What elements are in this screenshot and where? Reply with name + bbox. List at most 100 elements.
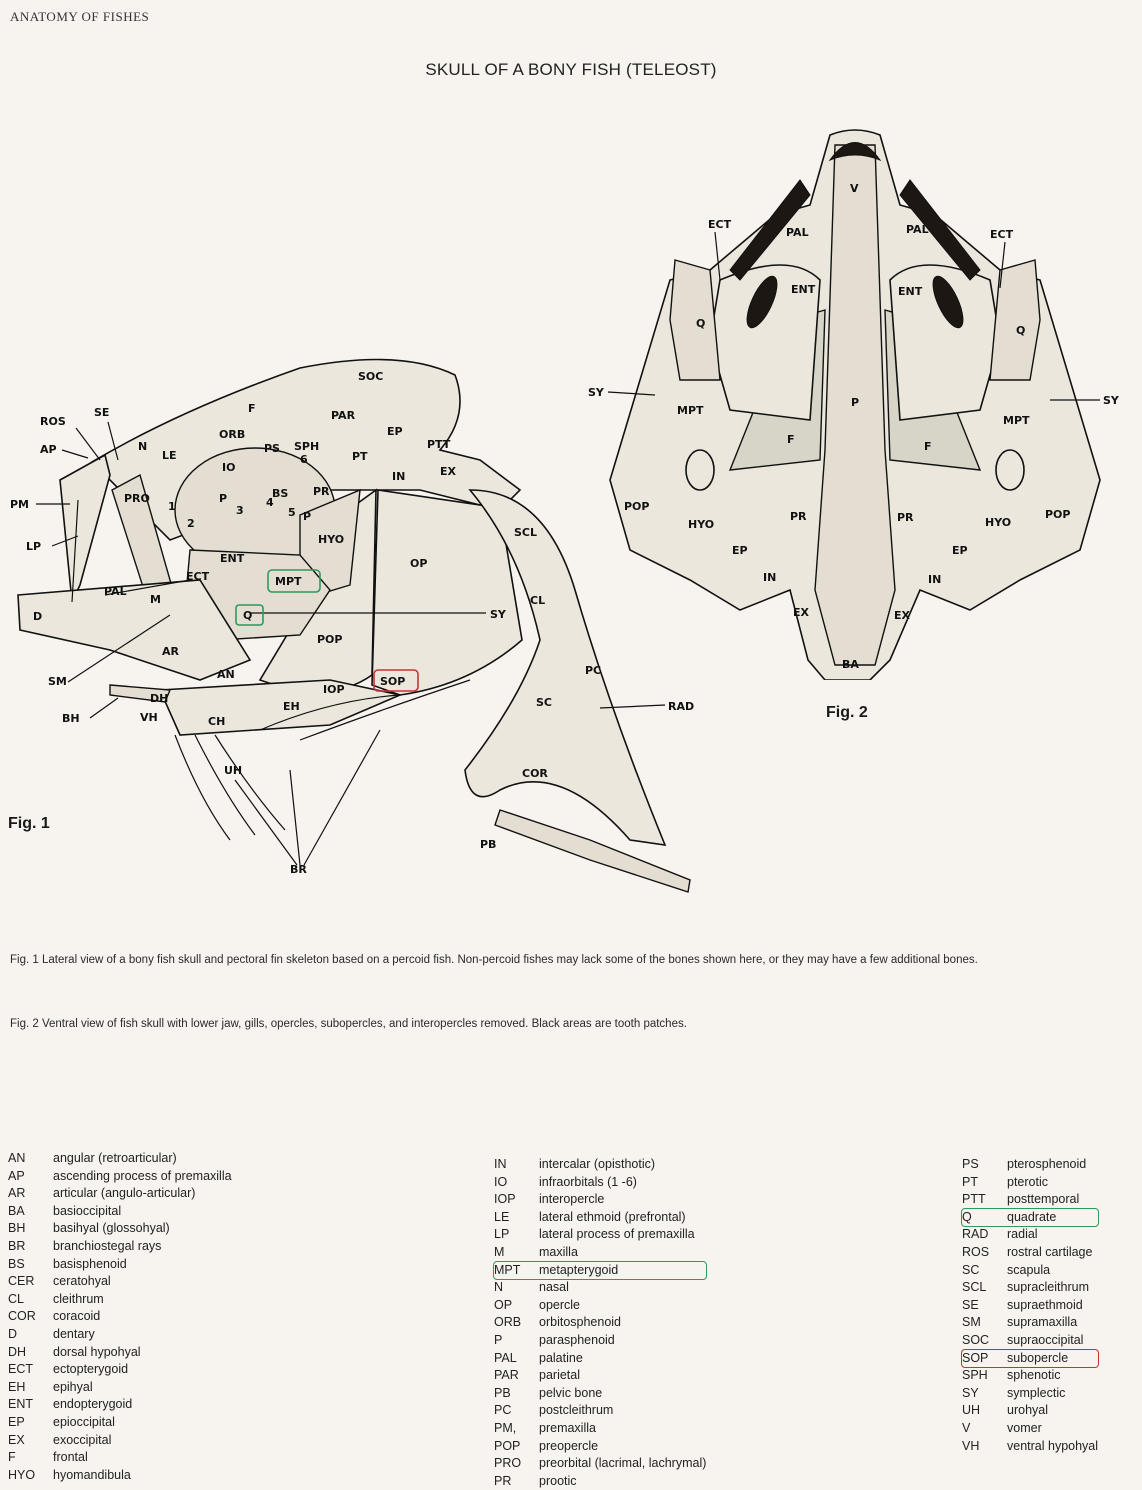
v-label-MPT-right: MPT — [1003, 414, 1030, 427]
legend-abbr: F — [8, 1449, 53, 1467]
legend-abbr: LP — [494, 1226, 539, 1244]
bone-label-PTT: PTT — [427, 438, 451, 451]
legend-definition: parietal — [539, 1367, 580, 1385]
legend-entry: CORcoracoid — [8, 1308, 232, 1326]
legend-abbr: PR — [494, 1473, 539, 1490]
legend-entry: INintercalar (opisthotic) — [494, 1156, 706, 1174]
legend-entry: BAbasioccipital — [8, 1203, 232, 1221]
bone-label-SC: SC — [536, 696, 552, 709]
legend-entry: PM,premaxilla — [494, 1420, 706, 1438]
legend-abbr: HYO — [8, 1467, 53, 1485]
bone-label-PR: PR — [313, 485, 330, 498]
bone-label-ECT: ECT — [186, 570, 210, 583]
pelvic-bone-shape — [495, 810, 690, 892]
bone-label-PS: PS — [264, 442, 280, 455]
bone-label-LP: LP — [26, 540, 41, 553]
legend-abbr: V — [962, 1420, 1007, 1438]
io-number-1: 1 — [168, 500, 176, 513]
bone-label-M: M — [150, 593, 161, 606]
bone-label-AN: AN — [217, 668, 235, 681]
legend-abbr: BR — [8, 1238, 53, 1256]
bone-label-PB: PB — [480, 838, 496, 851]
legend-definition: subopercle — [1007, 1350, 1068, 1368]
legend-entry: ECTectopterygoid — [8, 1361, 232, 1379]
legend-abbr: MPT — [494, 1262, 539, 1280]
bone-label-VH: VH — [140, 711, 158, 724]
bone-label-SOC: SOC — [358, 370, 383, 383]
bone-label-OP: OP — [410, 557, 427, 570]
legend-entry: IOinfraorbitals (1 -6) — [494, 1174, 706, 1192]
legend-definition: vomer — [1007, 1420, 1042, 1438]
v-label-P: P — [851, 396, 859, 409]
legend-abbr: PS — [962, 1156, 1007, 1174]
legend-definition: rostral cartilage — [1007, 1244, 1092, 1262]
legend-definition: dorsal hypohyal — [53, 1344, 141, 1362]
legend-definition: sphenotic — [1007, 1367, 1061, 1385]
legend-definition: supramaxilla — [1007, 1314, 1077, 1332]
legend-abbr: UH — [962, 1402, 1007, 1420]
bone-label-EP: EP — [387, 425, 403, 438]
bone-label-BH: BH — [62, 712, 80, 725]
legend-abbr: BA — [8, 1203, 53, 1221]
bone-label-POP: POP — [317, 633, 342, 646]
legend-entry: PTpterotic — [962, 1174, 1098, 1192]
v-label-V: V — [850, 182, 859, 195]
v-label-Q-right: Q — [1016, 324, 1025, 337]
legend-definition: parasphenoid — [539, 1332, 615, 1350]
legend-entry: SMsupramaxilla — [962, 1314, 1098, 1332]
legend-abbr: ROS — [962, 1244, 1007, 1262]
legend-abbr: N — [494, 1279, 539, 1297]
legend-definition: preorbital (lacrimal, lachrymal) — [539, 1455, 706, 1473]
bone-label-D: D — [33, 610, 42, 623]
io-number-5: 5 — [288, 506, 296, 519]
v-label-Q-left: Q — [696, 317, 705, 330]
bone-label-SPH: SPH — [294, 440, 319, 453]
legend-definition: cleithrum — [53, 1291, 104, 1309]
legend-entry: BRbranchiostegal rays — [8, 1238, 232, 1256]
bone-label-CH: CH — [208, 715, 225, 728]
hyo-foramen-right — [996, 450, 1024, 490]
fig1-label: Fig. 1 — [8, 815, 50, 833]
v-label-PAL-right: PAL — [906, 223, 929, 236]
v-label-HYO-left: HYO — [688, 518, 714, 531]
legend-definition: opercle — [539, 1297, 580, 1315]
legend-abbr: PC — [494, 1402, 539, 1420]
v-label-F-right: F — [924, 440, 932, 453]
v-label-ENT-right: ENT — [898, 285, 923, 298]
bone-label-Q: Q — [243, 609, 252, 622]
legend-entry: PARparietal — [494, 1367, 706, 1385]
legend-definition: symplectic — [1007, 1385, 1065, 1403]
legend-abbr: SOP — [962, 1350, 1007, 1368]
legend-entry: HYOhyomandibula — [8, 1467, 232, 1485]
bone-label-SOP: SOP — [380, 675, 405, 688]
legend-definition: scapula — [1007, 1262, 1050, 1280]
bone-label-IOP: IOP — [323, 683, 345, 696]
legend-abbr: IOP — [494, 1191, 539, 1209]
legend-abbr: M — [494, 1244, 539, 1262]
legend-definition: palatine — [539, 1350, 583, 1368]
bone-label-PAR: PAR — [331, 409, 356, 422]
io-number-4: 4 — [266, 496, 274, 509]
legend-abbr: PTT — [962, 1191, 1007, 1209]
legend-abbr: SM — [962, 1314, 1007, 1332]
legend-definition: coracoid — [53, 1308, 100, 1326]
legend-definition: urohyal — [1007, 1402, 1048, 1420]
v-label-ECT-left: ECT — [708, 218, 732, 231]
bone-label-SM: SM — [48, 675, 67, 688]
legend-definition: orbitosphenoid — [539, 1314, 621, 1332]
legend-abbr: EP — [8, 1414, 53, 1432]
bone-label-AP: AP — [40, 443, 57, 456]
legend-abbr: PAR — [494, 1367, 539, 1385]
v-label-EX-left: EX — [793, 606, 810, 619]
legend-abbr: AR — [8, 1185, 53, 1203]
legend-definition: endopterygoid — [53, 1396, 132, 1414]
v-label-POP-right: POP — [1045, 508, 1070, 521]
bone-label-P1: P — [219, 492, 227, 505]
legend-definition: supracleithrum — [1007, 1279, 1089, 1297]
